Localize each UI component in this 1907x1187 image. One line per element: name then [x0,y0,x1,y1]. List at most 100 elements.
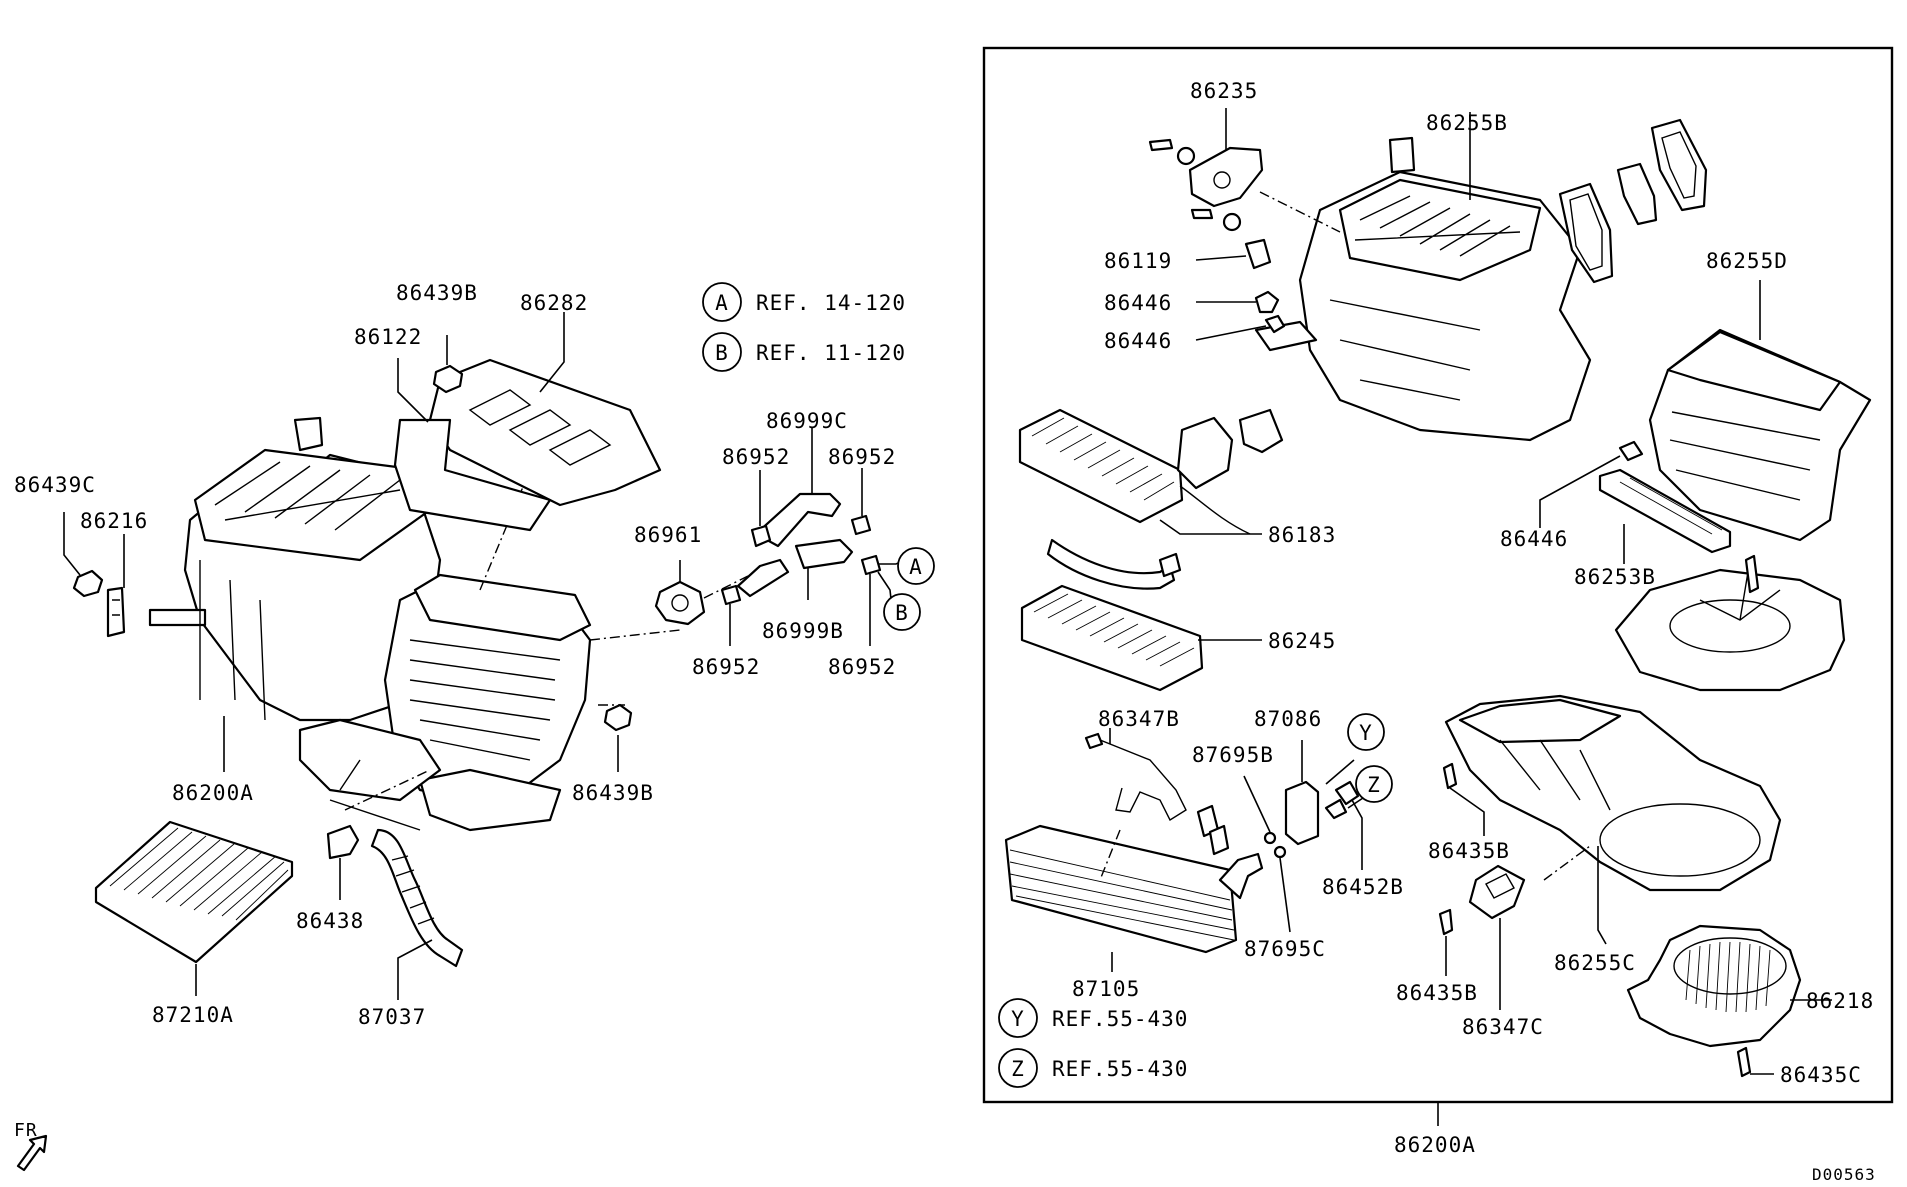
label-86452B: 86452B [1322,875,1404,899]
part-86439C-clip [63,512,104,598]
label-86952-d: 86952 [828,655,896,679]
label-86952-c: 86952 [692,655,760,679]
part-86435B-screw-a [1442,762,1485,836]
callout-circle-Y-inline: Y [1347,713,1385,751]
label-86119: 86119 [1104,249,1172,273]
callout-circle-A-inline: A [897,547,935,585]
callout-circle-Z-inline: Z [1355,765,1393,803]
label-87037: 87037 [358,1005,426,1029]
label-86999B: 86999B [762,619,844,643]
callout-B-letter: B [715,341,729,365]
part-86438-grommet [326,824,360,900]
label-86439C: 86439C [14,473,96,497]
lead-86122 [397,358,429,423]
label-86439B-top: 86439B [396,281,478,305]
part-86347C-resistor [1468,864,1526,1010]
part-86435C-screw [1736,1046,1774,1078]
callout-A-inline-letter: A [909,555,923,579]
callout-Y-ref: REF.55-430 [1052,1007,1188,1031]
part-86452B-bolt [1324,780,1363,870]
clamp-86952-b [850,514,872,536]
label-86235: 86235 [1190,79,1258,103]
callout-Z-inline-letter: Z [1367,773,1381,797]
clamp-86952-c [720,584,742,606]
lead-86282 [539,312,565,393]
part-86282-cover [393,358,662,532]
callout-Z-letter: Z [1011,1057,1025,1081]
label-87695C: 87695C [1244,937,1326,961]
label-86200A-bottom: 86200A [1394,1133,1476,1157]
part-86255D-case [1648,280,1872,542]
part-86439B-clip-top [432,335,464,394]
diagram-code: D00563 [1812,1165,1876,1184]
label-86200A-left: 86200A [172,781,254,805]
front-label: FR [14,1120,38,1141]
label-86216: 86216 [80,509,148,533]
label-86347B: 86347B [1098,707,1180,731]
label-86446-b: 86446 [1104,329,1172,353]
label-86439B-right: 86439B [572,781,654,805]
label-86347C: 86347C [1462,1015,1544,1039]
callout-A-ref: REF. 14-120 [756,291,906,315]
label-86255C: 86255C [1554,951,1636,975]
label-86255B: 86255B [1426,111,1508,135]
part-86446-clip-mid [1539,440,1644,528]
callout-Z-ref: REF.55-430 [1052,1057,1188,1081]
label-86446-c: 86446 [1500,527,1568,551]
part-87037-drain-hose [370,828,464,1000]
part-86253B-filter [1598,468,1732,564]
lead-Y [1325,759,1355,785]
label-86952-a: 86952 [722,445,790,469]
clamp-86952-a [750,524,772,548]
part-87695C-oring [1273,845,1291,933]
label-86122: 86122 [354,325,422,349]
label-86435C: 86435C [1780,1063,1862,1087]
part-87086-expansion-valve [1284,740,1320,846]
callout-Y-inline-letter: Y [1359,721,1373,745]
part-86439B-clip-right [603,703,633,732]
part-86255B-case [1254,112,1592,442]
part-87105-evaporator [1004,824,1264,972]
part-86347B-sensor [1084,728,1230,856]
part-87695B-oring [1243,775,1277,845]
label-86961: 86961 [634,523,702,547]
heater-hose-group [654,428,915,646]
part-gaskets [1558,118,1708,284]
label-86282: 86282 [520,291,588,315]
part-86255C-case [1444,694,1782,945]
part-86218-blower-motor [1626,924,1832,1048]
label-86446-a: 86446 [1104,291,1172,315]
label-86435B-a: 86435B [1428,839,1510,863]
part-86245-heater-core [1020,538,1262,692]
clamp-86952-d [860,554,882,576]
label-86438: 86438 [296,909,364,933]
left-hvac-assembly [148,416,681,832]
callout-circle-B-legend: B [702,332,742,372]
label-86218: 86218 [1806,989,1874,1013]
label-87086: 87086 [1254,707,1322,731]
part-86216-bracket [106,534,126,638]
front-arrow-icon [16,1134,48,1172]
callout-circle-A-legend: A [702,282,742,322]
part-86183-heater-core [1018,408,1284,535]
label-87105: 87105 [1072,977,1140,1001]
label-86255D: 86255D [1706,249,1788,273]
label-86183: 86183 [1268,523,1336,547]
callout-A-letter: A [715,291,729,315]
label-86952-b: 86952 [828,445,896,469]
label-86435B-b: 86435B [1396,981,1478,1005]
part-86235-link [1148,108,1264,232]
part-86119-bracket [1195,238,1272,270]
callout-circle-B-inline: B [883,593,921,631]
label-86253B: 86253B [1574,565,1656,589]
callout-circle-Y-legend: Y [998,998,1038,1038]
label-87695B: 87695B [1192,743,1274,767]
callout-B-inline-letter: B [895,601,909,625]
part-86446-clips-upper [1195,290,1286,341]
callout-B-ref: REF. 11-120 [756,341,906,365]
label-86999C: 86999C [766,409,848,433]
part-86435B-screw-b [1438,908,1454,976]
label-87210A: 87210A [152,1003,234,1027]
label-86245: 86245 [1268,629,1336,653]
